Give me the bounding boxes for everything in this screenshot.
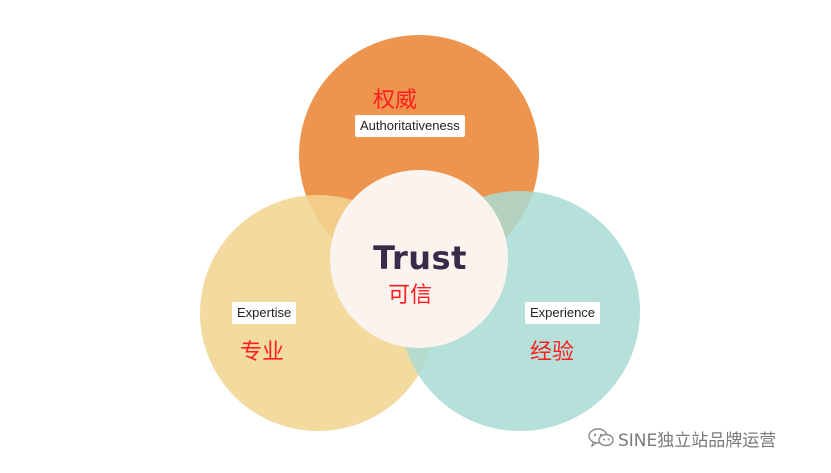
experience-cn-label: 经验 <box>530 340 575 365</box>
trust-title: Trust <box>373 239 467 277</box>
expertise-cn-label: 专业 <box>240 340 285 365</box>
watermark: SINE独立站品牌运营 <box>588 425 776 451</box>
expertise-label: Expertise <box>232 302 297 324</box>
wechat-icon <box>588 428 614 448</box>
circle-trust <box>330 170 508 348</box>
experience-label: Experience <box>525 302 601 324</box>
trust-cn-label: 可信 <box>388 283 433 308</box>
watermark-text: SINE独立站品牌运营 <box>618 430 777 451</box>
authoritativeness-label: Authoritativeness <box>355 115 465 137</box>
authoritativeness-cn-label: 权威 <box>373 88 418 113</box>
